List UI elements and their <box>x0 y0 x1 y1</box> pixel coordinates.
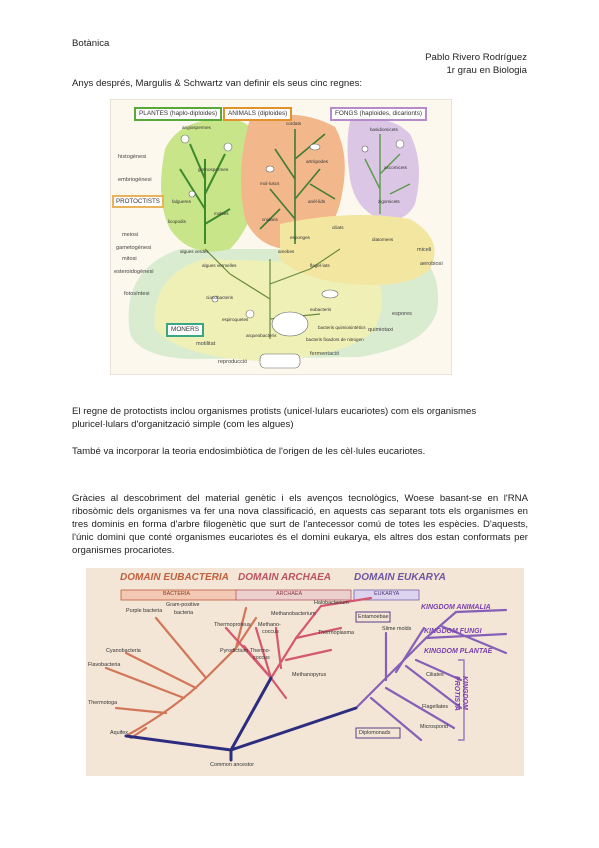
domain-eukarya-title: DOMAIN EUKARYA <box>354 572 446 583</box>
paragraph-endosymbiotic: També va incorporar la teoria endosimbiò… <box>72 446 426 457</box>
taxon-thermococcus-1: Thermo- <box>250 648 271 654</box>
taxon-artropodes: artròpodes <box>306 159 328 164</box>
taxon-diatomees: diatomees <box>372 237 394 242</box>
taxon-ascomicets: ascomicets <box>384 165 407 170</box>
course-title: Botànica <box>72 38 110 49</box>
taxon-cnidaris: cnidaris <box>262 217 278 222</box>
taxon-common-ancestor: Common ancestor <box>210 762 255 768</box>
kingdom-fungi-title: KINGDOM FUNGI <box>424 628 482 635</box>
label-meiosi: meiosi <box>122 232 139 238</box>
label-motilitat: motilitat <box>196 341 216 347</box>
label-quimiotaxi: quimiotaxi <box>368 327 394 333</box>
taxon-amebes: amebes <box>278 249 295 254</box>
taxon-flagellates: Flagellates <box>422 704 449 710</box>
taxon-molluscs: mol·luscs <box>260 181 280 186</box>
taxon-cyanobacteria: Cyanobacteria <box>106 648 141 654</box>
taxon-flagellats: flagel·lats <box>310 263 330 268</box>
taxon-thermoplasma: Thermoplasma <box>318 630 354 636</box>
label-espores: espores <box>392 311 412 317</box>
taxon-algues-vermelles: algues vermelles <box>202 263 237 268</box>
kingdom-monera-label: MONERS <box>166 323 205 337</box>
label-gametogenesi: gametogènesi <box>116 245 152 251</box>
intro-text: Anys després, Margulis & Schwartz van de… <box>72 78 363 89</box>
taxon-angiospermes: angiospermes <box>182 125 211 130</box>
paragraph-woese: Gràcies al descobriment del material gen… <box>72 493 528 556</box>
taxon-aquifex: Aquifex <box>110 730 128 736</box>
taxon-bacteris-fixadors: bacteris fixadors de nitrogen <box>306 337 364 342</box>
bar-bacteria-label: BACTERIA <box>163 591 190 597</box>
taxon-thermococcus-2: coccus <box>253 655 270 661</box>
taxon-methanopyrus: Methanopyrus <box>292 672 327 678</box>
label-embriogenesi: embriogènesi <box>118 177 152 183</box>
label-miceli: miceli <box>417 247 432 253</box>
kingdom-protoctista-label: PROTOCTISTS <box>112 195 164 208</box>
taxon-espiroquetes: espiroquetes <box>222 317 249 322</box>
bar-archaea-label: ARCHAEA <box>276 591 303 597</box>
taxon-algues-verdes: algues verdes <box>180 249 209 254</box>
label-fermentacio: fermentació <box>310 351 340 357</box>
three-domains-figure: DOMAIN EUBACTERIA DOMAIN ARCHAEA DOMAIN … <box>86 568 524 776</box>
taxon-basidiomicets: basidiomicets <box>370 127 398 132</box>
taxon-halobacterium: Halobacterium <box>314 600 349 606</box>
label-fotosintesi: fotosíntesi <box>124 291 150 297</box>
kingdom-plantae-title: KINGDOM PLANTAE <box>424 648 493 655</box>
label-reproduccio: reproducció <box>218 359 248 365</box>
taxon-ciliats: ciliats <box>332 225 344 230</box>
taxon-gram-positive-2: bacteria <box>174 610 194 616</box>
five-kingdoms-figure: PLANTES (haplo-diploides) ANIMALS (diplo… <box>109 98 453 376</box>
taxon-cordats: cordats <box>286 121 302 126</box>
taxon-entamoebae: Entamoebae <box>358 614 389 620</box>
taxon-licopodis: licopodis <box>168 219 186 224</box>
taxon-zigomicets: zigomicets <box>378 199 400 204</box>
kingdom-protista-title-1: KINGDOM <box>461 676 468 710</box>
taxon-gimnospermes: gimnospermes <box>198 167 229 172</box>
taxon-gram-positive-1: Gram-positive <box>166 602 200 608</box>
author-name: Pablo Rivero Rodríguez <box>425 52 527 63</box>
taxon-microsporid: Microsporid <box>420 724 448 730</box>
taxon-pyrodictium: Pyrodictium <box>220 648 249 654</box>
taxon-purple-bacteria: Purple bacteria <box>126 608 163 614</box>
taxon-methanobacterium: Methanobacterium <box>271 611 316 617</box>
label-esteroidogenesi: esteroidogènesi <box>114 269 154 275</box>
program-name: 1r grau en Biologia <box>446 65 527 76</box>
taxon-slime-molds: Slime molds <box>382 626 412 632</box>
taxon-methanococcus-2: coccus <box>262 629 279 635</box>
taxon-eubacteris: eubacteris <box>310 307 332 312</box>
taxon-thermoproteus: Thermoproteus <box>214 622 251 628</box>
taxon-flavobacteria: Flavobacteria <box>88 662 121 668</box>
taxon-anellids: anèl·lids <box>308 199 326 204</box>
taxon-arqueobacteris: arqueobacteris <box>246 333 277 338</box>
taxon-falgueres: falgueres <box>172 199 191 204</box>
taxon-methanococcus-1: Methano- <box>258 622 281 628</box>
taxon-bacteris-quimiosintetics: bacteris quimiosintètics <box>318 325 366 330</box>
bar-eukarya-label: EUKARYA <box>374 591 400 597</box>
taxon-ciliates: Ciliates <box>426 672 444 678</box>
label-histogenesi: histogènesi <box>118 154 147 160</box>
label-aerobiosi: aerobiosi <box>420 261 443 267</box>
paragraph-protoctists: El regne de protoctists inclou organisme… <box>72 406 477 430</box>
taxon-thermotoga: Thermotoga <box>88 700 118 706</box>
taxon-diplomonads: Diplomonads <box>359 730 391 736</box>
taxon-cianobacteris: cianobacteris <box>206 295 234 300</box>
kingdom-fungi-label: FONGS (haploides, dicarionts) <box>330 107 428 121</box>
domain-archaea-title: DOMAIN ARCHAEA <box>238 572 331 583</box>
taxon-esponges: esponges <box>290 235 310 240</box>
kingdom-protista-title-2: PROTISTA <box>453 676 460 711</box>
taxon-molses: molses <box>214 211 229 216</box>
label-mitosi: mitosi <box>122 256 137 262</box>
kingdom-animalia-label: ANIMALS (diploides) <box>223 107 293 121</box>
kingdom-animalia-title: KINGDOM ANIMALIA <box>421 604 491 611</box>
kingdom-plantae-label: PLANTES (haplo-diploides) <box>134 107 223 121</box>
domain-eubacteria-title: DOMAIN EUBACTERIA <box>120 572 229 583</box>
